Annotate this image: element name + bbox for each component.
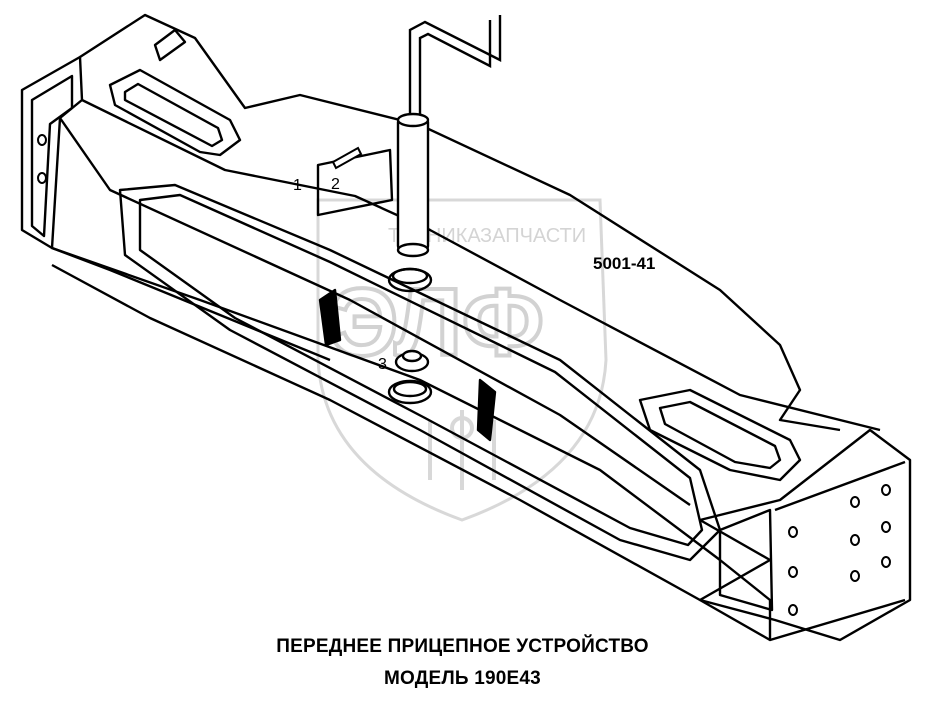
caption-model: МОДЕЛЬ 190Е43	[384, 668, 541, 689]
cotter-pin	[331, 146, 363, 170]
callout-1: 1	[293, 177, 302, 194]
washer	[387, 379, 433, 405]
split-ring	[387, 267, 433, 293]
callout-3: 3	[378, 356, 387, 373]
caption-title: ПЕРЕДНЕЕ ПРИЦЕПНОЕ УСТРОЙСТВО	[276, 636, 649, 657]
left-plate-holes	[37, 134, 47, 184]
callout-2: 2	[331, 176, 340, 193]
drawing-code: 5001-41	[593, 254, 655, 273]
watermark-text-right: ЗАПЧАСТИ	[480, 225, 586, 247]
coupling-pin	[396, 15, 502, 258]
frame-crossmember	[20, 13, 912, 642]
nut	[394, 349, 430, 373]
right-plate-holes	[788, 484, 891, 616]
